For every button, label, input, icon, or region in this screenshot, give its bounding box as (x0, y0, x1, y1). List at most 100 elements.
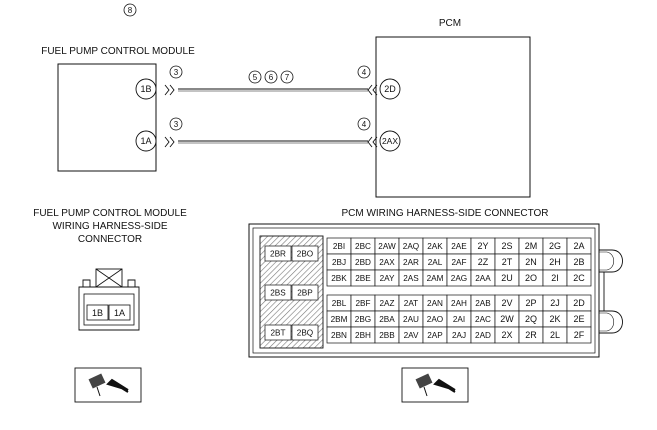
pin-label: 2BS (270, 289, 286, 298)
wire-1a-to-2ax (164, 136, 378, 148)
pin-label: 2Y (477, 241, 488, 251)
pin-label: 2N (525, 257, 537, 267)
pin-label: 2V (501, 298, 512, 308)
pin-label: 2G (549, 241, 561, 251)
wire-ref-7: 7 (285, 73, 290, 82)
pin-label: 2AK (427, 242, 443, 251)
pin-label: 2AQ (403, 242, 419, 251)
pin-label: 2BO (297, 250, 313, 259)
pin-cell (264, 324, 292, 341)
fpcm-connector-title-line-1: FUEL PUMP CONTROL MODULE (33, 208, 187, 219)
pin-label: 2Z (478, 257, 489, 267)
pin-label: 2J (550, 298, 560, 308)
pin-label: 2D (573, 298, 585, 308)
pin-cell (291, 284, 319, 301)
pin-label: 2F (574, 330, 585, 340)
wires: 3 3 4 4 5 6 7 (164, 65, 378, 148)
pcm-connector-chevron-icon (367, 136, 378, 148)
fpcm-harness-connector: FUEL PUMP CONTROL MODULE WIRING HARNESS-… (33, 208, 187, 403)
pcm-harness-connector: PCM WIRING HARNESS-SIDE CONNECTOR 2BR 2BO… (248, 208, 623, 403)
pin-label: 2X (501, 330, 512, 340)
wire-ref-5: 5 (253, 73, 258, 82)
pin-label: 2BP (297, 289, 313, 298)
pin-label: 2A (573, 241, 584, 251)
pin-label: 2BK (331, 274, 347, 283)
pin-label: 2E (573, 314, 584, 324)
pcm-connector-chevron-icon (367, 84, 378, 96)
fpcm-ref-number: 8 (128, 6, 133, 15)
pcm: PCM 2D 2AX (375, 18, 531, 198)
pin-label: 2B (573, 257, 584, 267)
pin-label: 2AL (428, 258, 443, 267)
pin-label: 2AG (451, 274, 467, 283)
connector-view-arrow-icon (401, 367, 469, 403)
pin-label: 2AV (404, 331, 419, 340)
fpcm-connector-chevron-icon (164, 84, 175, 96)
pin-label: 2AX (379, 258, 395, 267)
pin-label: 2AJ (452, 331, 466, 340)
pin-label: 2BF (355, 299, 370, 308)
pin-cell (566, 269, 592, 287)
pin-label: 2P (525, 298, 536, 308)
pcm-pin-2d: 2D (384, 84, 396, 94)
wire-ref-6: 6 (269, 73, 274, 82)
pin-label: 2AW (378, 242, 396, 251)
pin-label: 2C (573, 273, 585, 283)
pin-label: 2BI (333, 242, 345, 251)
pin-label: 2W (500, 314, 514, 324)
connector-view-arrow-icon (74, 367, 142, 403)
pcm-box (375, 36, 531, 198)
fpcm-pin-1a: 1A (140, 136, 151, 146)
pin-label: 2BQ (297, 329, 313, 338)
pin-label: 2T (502, 257, 513, 267)
pin-label: 2AH (451, 299, 467, 308)
pin-label: 2BG (355, 315, 371, 324)
pin-label: 2AI (453, 315, 465, 324)
pcm-connector-left-cells: 2BR 2BO 2BS 2BP 2BT 2BQ (264, 245, 319, 341)
wire-ref-3-bottom: 3 (174, 120, 179, 129)
pin-label: 2Q (525, 314, 537, 324)
pin-label: 2AT (404, 299, 418, 308)
pin-label: 2M (525, 241, 538, 251)
wire-1b-to-2d (164, 84, 378, 96)
pin-label: 2AF (451, 258, 466, 267)
pcm-title: PCM (439, 18, 461, 29)
pin-label: 2K (549, 314, 560, 324)
fpcm-connector-pin-1a: 1A (114, 308, 125, 318)
pin-cell (291, 324, 319, 341)
pin-label: 2AS (403, 274, 419, 283)
pin-label: 2AM (427, 274, 444, 283)
pin-label: 2BJ (332, 258, 346, 267)
pin-label: 2S (501, 241, 512, 251)
pin-label: 2AY (380, 274, 395, 283)
pin-label: 2BC (355, 242, 371, 251)
fpcm-connector-title-line-2: WIRING HARNESS-SIDE (52, 221, 167, 232)
pin-label: 2BR (270, 250, 286, 259)
pin-label: 2AB (475, 299, 491, 308)
pin-label: 2AU (403, 315, 419, 324)
pin-label: 2AN (427, 299, 443, 308)
pin-label: 2BH (355, 331, 371, 340)
pin-label: 2AD (475, 331, 491, 340)
fuel-pump-control-module: 8 FUEL PUMP CONTROL MODULE 1B 1A (41, 3, 195, 172)
fpcm-connector-chevron-icon (164, 136, 175, 148)
pin-cell (291, 245, 319, 262)
wire-ref-4-bottom: 4 (362, 120, 367, 129)
pin-label: 2H (549, 257, 561, 267)
pin-label: 2AE (451, 242, 467, 251)
pcm-connector-lock-tab (599, 249, 623, 273)
pin-label: 2BL (332, 299, 347, 308)
pin-label: 2AZ (379, 299, 394, 308)
pcm-connector-title: PCM WIRING HARNESS-SIDE CONNECTOR (341, 208, 548, 219)
wire-ref-4-top: 4 (362, 68, 367, 77)
pin-label: 2AR (403, 258, 419, 267)
pin-label: 2BE (355, 274, 371, 283)
pin-label: 2AP (427, 331, 443, 340)
fpcm-pin-1b: 1B (140, 84, 151, 94)
pin-label: 2BT (270, 329, 285, 338)
pin-label: 2O (525, 273, 537, 283)
pin-label: 2U (501, 273, 513, 283)
pin-label: 2BM (331, 315, 348, 324)
